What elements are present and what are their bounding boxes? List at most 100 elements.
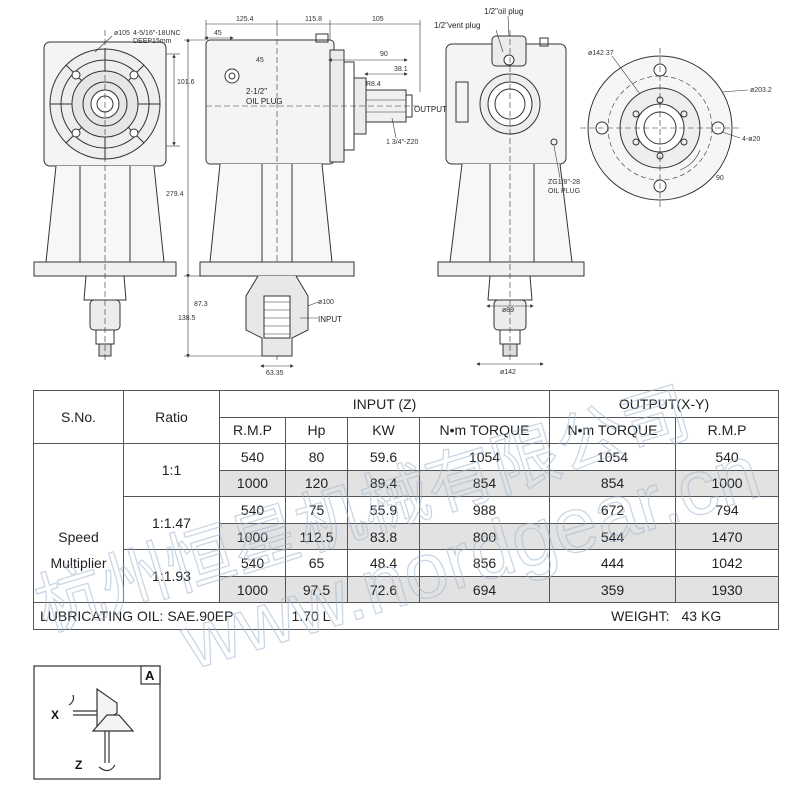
gearbox-technical-drawing: ø105 4-5/16"-18UNC DEEP15mm 101.6 125.4 … — [33, 7, 772, 377]
dim-phi-100: ø100 — [318, 299, 334, 306]
dim-45-angle: 45 — [256, 57, 264, 64]
header-rmp: R.M.P — [219, 416, 286, 445]
dim-125-4: 125.4 — [236, 16, 254, 23]
cell-out-torque: 444 — [549, 549, 677, 577]
label-output: OUTPUT — [414, 105, 447, 114]
dim-bolt-depth: DEEP15mm — [133, 38, 172, 45]
dim-phi-89: ø89 — [502, 307, 514, 314]
cell-torque: 1054 — [418, 443, 551, 471]
cell-out-rmp: 1000 — [675, 469, 780, 498]
oil-volume: 1.70 L — [285, 602, 420, 630]
cell-kw: 83.8 — [347, 522, 420, 551]
header-torque: N•m TORQUE — [418, 416, 551, 445]
cell-out-torque: 359 — [549, 575, 677, 604]
cell-torque: 988 — [418, 496, 551, 524]
cell-torque: 694 — [418, 575, 551, 604]
gear-symbol — [68, 687, 135, 772]
dim-90-angle: 90 — [716, 175, 724, 182]
cell-hp: 80 — [285, 443, 348, 471]
dim-r8-4: R8.4 — [366, 81, 381, 88]
header-out-rmp: R.M.P — [675, 416, 780, 445]
cell-out-rmp: 540 — [675, 443, 780, 471]
header-kw: KW — [347, 416, 420, 445]
table-row: 1000 120 89.4 854 854 1000 — [33, 469, 780, 498]
header-input: INPUT (Z) — [218, 390, 551, 418]
schematic-x-label: X — [51, 708, 59, 722]
label-zg-plug: ZG1/8"-28 — [548, 179, 580, 186]
header-ratio: Ratio — [123, 389, 220, 445]
label-vent-plug: 1/2"vent plug — [434, 21, 480, 30]
type-cell — [33, 576, 124, 604]
cell-kw: 59.6 — [347, 443, 420, 471]
flange-view — [580, 48, 749, 208]
table-row: Multiplier 1:1.93 540 65 48.4 856 444 10… — [33, 549, 780, 604]
ratio-cell: 1:1.47 — [123, 496, 220, 551]
cell-hp: 65 — [285, 549, 348, 577]
footer-spacer — [419, 602, 550, 630]
type-label-speed: Speed — [33, 523, 124, 550]
cell-out-torque: 854 — [549, 469, 677, 498]
cell-kw: 89.4 — [347, 469, 420, 498]
weight-label: WEIGHT: — [549, 602, 676, 630]
dim-45-top: 45 — [214, 30, 222, 37]
table-row: 1:1 540 80 59.6 1054 1054 540 — [33, 443, 780, 498]
label-spline: 1 3/4"-Z20 — [386, 139, 419, 146]
lubricating-oil-label: LUBRICATING OIL: SAE.90EP — [33, 602, 286, 630]
header-out-torque: N•m TORQUE — [549, 416, 677, 445]
side-view — [184, 20, 421, 368]
cell-torque: 854 — [418, 469, 551, 498]
dim-phi-142-37: ø142.37 — [588, 50, 614, 57]
label-oil-plug: OIL PLUG — [246, 97, 283, 106]
dim-279-4: 279.4 — [166, 191, 184, 198]
dim-101-6: 101.6 — [177, 79, 195, 86]
cell-hp: 75 — [285, 496, 348, 524]
dim-63-35: 63.35 — [266, 370, 284, 377]
header-sno: S.No. — [33, 389, 124, 445]
cell-rmp: 1000 — [219, 469, 286, 498]
cell-hp: 97.5 — [285, 575, 348, 604]
dim-115-8: 115.8 — [305, 16, 322, 23]
type-cell — [33, 470, 124, 497]
cell-kw: 72.6 — [347, 575, 420, 604]
cell-rmp: 540 — [219, 496, 286, 524]
schematic-z-label: Z — [75, 758, 82, 772]
rotation-schematic: A X Z — [33, 665, 161, 780]
dim-bolt-spec: 4-5/16"-18UNC — [133, 30, 181, 37]
dim-105: 105 — [372, 16, 384, 23]
cell-rmp: 1000 — [219, 522, 286, 551]
cell-rmp: 540 — [219, 443, 286, 471]
dim-138-5: 138.5 — [178, 315, 196, 322]
dim-phi-142: ø142 — [500, 369, 516, 376]
dim-38-1: 38.1 — [394, 66, 408, 73]
header-output: OUTPUT(X-Y) — [549, 390, 780, 418]
cell-hp: 112.5 — [285, 522, 348, 551]
front-view — [33, 30, 180, 362]
cell-torque: 856 — [418, 549, 551, 577]
cell-kw: 55.9 — [347, 496, 420, 524]
dim-87-3: 87.3 — [194, 301, 208, 308]
cell-out-rmp: 1042 — [675, 549, 780, 577]
spec-table: S.No. Ratio INPUT (Z) OUTPUT(X-Y) R.M.P … — [33, 389, 780, 630]
label-top-oil-plug: 1/2"oil plug — [484, 7, 523, 16]
header-hp: Hp — [285, 416, 348, 445]
type-label-multiplier: Multiplier — [33, 549, 124, 577]
cell-hp: 120 — [285, 469, 348, 498]
table-row: 1000 97.5 72.6 694 359 1930 — [33, 575, 780, 604]
table-row: 1:1.47 540 75 55.9 988 672 794 — [33, 496, 780, 551]
dimension-labels: ø105 4-5/16"-18UNC DEEP15mm 101.6 125.4 … — [114, 16, 772, 377]
dim-bolt-pattern: ø105 — [114, 30, 130, 37]
back-view — [437, 15, 585, 366]
cell-out-torque: 544 — [549, 522, 677, 551]
cell-torque: 800 — [418, 522, 551, 551]
cell-out-rmp: 1470 — [675, 522, 780, 551]
cell-rmp: 540 — [219, 549, 286, 577]
cell-kw: 48.4 — [347, 549, 420, 577]
cell-out-rmp: 1930 — [675, 575, 780, 604]
callout-labels: 2-1/2" OIL PLUG OUTPUT 1 3/4"-Z20 INPUT … — [246, 7, 580, 324]
schematic-corner-label: A — [145, 668, 155, 683]
table-footer-row: LUBRICATING OIL: SAE.90EP 1.70 L WEIGHT:… — [33, 602, 780, 630]
table-row: Speed 1000 112.5 83.8 800 544 1470 — [33, 522, 780, 551]
cell-rmp: 1000 — [219, 575, 286, 604]
weight-value: 43 KG — [675, 602, 780, 630]
type-cell — [33, 496, 124, 524]
